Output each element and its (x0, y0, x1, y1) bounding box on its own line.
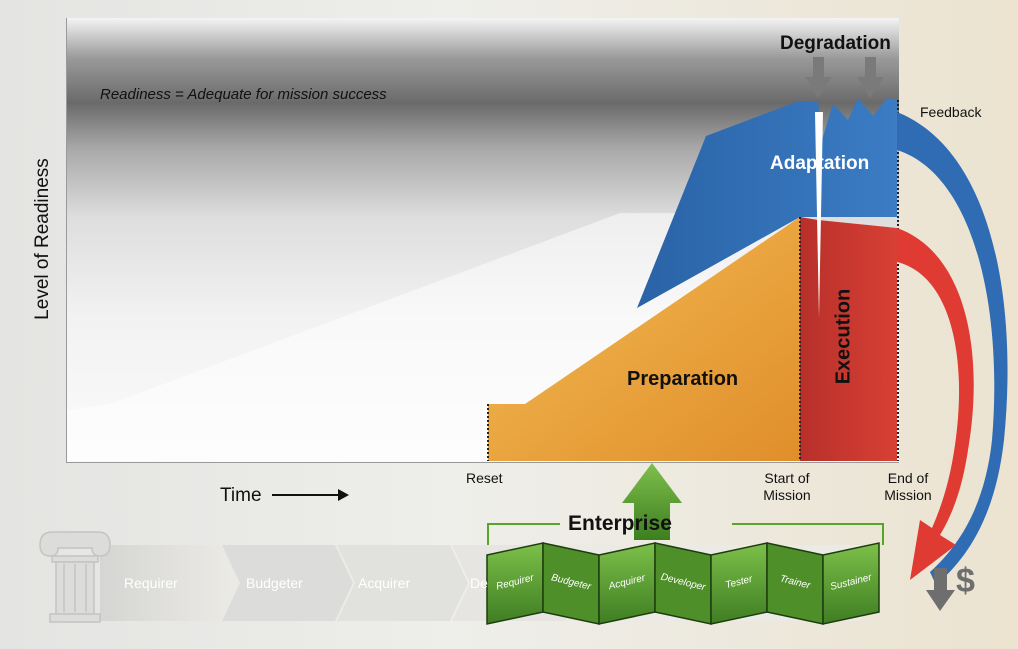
enterprise-role-panel (822, 542, 880, 625)
pipeline-step-budgeter: Budgeter (246, 575, 303, 591)
adaptation-label: Adaptation (770, 153, 870, 174)
x-axis-label: Time (220, 485, 262, 506)
execution-label: Execution (832, 288, 855, 385)
enterprise-title: Enterprise (568, 512, 672, 535)
start-of-mission-label: Start of Mission (752, 470, 822, 504)
feedback-arrow (897, 112, 1008, 585)
degradation-label: Degradation (780, 33, 891, 54)
execution-region (800, 217, 897, 461)
pipeline-step-developer: De (470, 575, 488, 591)
preparation-label: Preparation (627, 368, 739, 390)
start-of-mission-line-2: Mission (763, 487, 811, 503)
feedback-label: Feedback (920, 104, 982, 120)
time-arrow-icon (272, 489, 349, 501)
pipeline-step-acquirer: Acquirer (358, 575, 411, 591)
enterprise-up-arrow (622, 463, 682, 540)
enterprise-roles-strip (486, 542, 880, 625)
enterprise-bracket (487, 523, 884, 545)
cost-symbol: $ (956, 562, 975, 600)
adaptation-region (637, 98, 897, 308)
end-of-mission-line-1: End of (887, 470, 929, 486)
end-of-mission-label: End of Mission (862, 470, 954, 504)
ionic-column-icon (39, 531, 111, 623)
degradation-arrow-icon (857, 57, 884, 98)
end-of-mission-line-2: Mission (884, 487, 932, 503)
degradation-arrow-icon (805, 57, 832, 98)
start-of-mission-line-1: Start of (764, 470, 810, 486)
reset-label: Reset (466, 470, 503, 486)
y-axis-label: Level of Readiness (32, 158, 53, 320)
preparation-region (488, 217, 800, 461)
execution-feedback-arrow (897, 228, 974, 580)
down-arrow-icon (926, 568, 955, 611)
pipeline-step-requirer: Requirer (124, 575, 178, 591)
readiness-banner: Readiness = Adequate for mission success (100, 86, 387, 103)
degradation-gap (815, 112, 823, 318)
